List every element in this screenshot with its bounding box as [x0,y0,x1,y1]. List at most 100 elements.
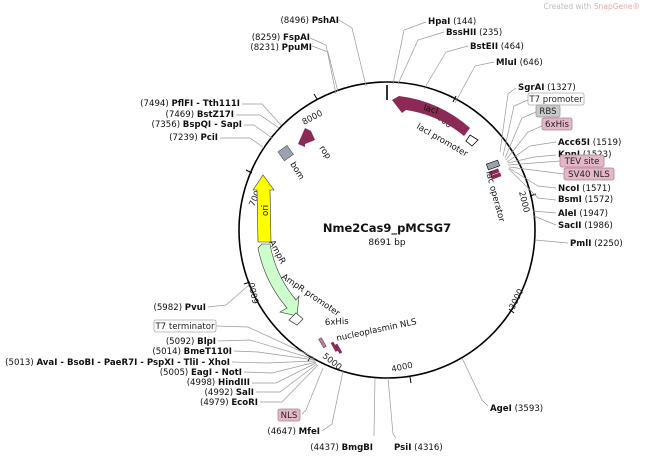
box-RBS [535,104,561,118]
box-NLS [277,408,301,422]
site-EcoRI: (4979) EcoRI [200,398,258,408]
leader-SgrAI [499,87,517,153]
leader-KpnI [507,154,557,164]
site-PflFI-name: PflFI - Tth111I [171,99,240,109]
nucleoplasmin-nls-marker-2 [334,343,343,354]
site-BlpI-pos: (5092) [166,337,195,347]
site-PpuMI-name: PpuMI [282,43,312,53]
leader-BstEII [423,45,469,90]
site-PmlI-name: PmlI [570,239,591,249]
site-BmgBI: (4437) BmgBI [310,443,373,453]
tick-1000 [452,95,457,103]
box-SV40-NLS [563,167,615,181]
box-TEV-site [559,154,605,168]
lacI-promoter-arrow [465,134,479,147]
bom-label: bom [287,160,306,181]
site-HindIII-name: HindIII [218,378,250,388]
tick-3000 [508,308,515,314]
site-NotI-pos: (5005) [160,368,189,378]
leader-BmeT110I [233,350,316,361]
leader-PmlI [534,239,569,244]
AmpR-arrow [257,243,300,317]
site-BstEII-name: BstEII [470,42,498,52]
leader-PciI [220,137,265,149]
leader-BspQI [244,124,273,139]
site-EagI-NotI: (5005) EagI - NotI [160,368,242,378]
site-BssHII: BssHII (235) [446,28,502,38]
site-MfeI-name: MfeI [299,427,320,437]
ori-arrow [252,174,275,243]
ori-label: ori [261,205,271,216]
site-BssHII-name: BssHII [446,28,476,38]
site-BmeT110I-name: BmeT110I [184,347,232,357]
site-FspAI-name: FspAI [283,33,310,43]
site-MfeI: (4647) MfeI [267,427,320,437]
box-T7-terminator [153,319,217,333]
leader-TEV [507,160,561,166]
tick-8000 [313,93,318,100]
site-NcoI-pos: (1571) [582,184,611,194]
leader-BmgBI [373,377,376,437]
site-Acc65I: Acc65I (1519) [558,138,621,148]
box-RBS-text: RBS [539,107,556,117]
site-BmeT110I: (5014) BmeT110I [152,347,232,357]
plasmid-backbone [238,81,536,379]
site-BmgBI-pos: (4437) [310,443,339,453]
site-BssHII-pos: (235) [479,28,502,38]
leader-Acc65I [506,141,557,163]
site-XhoI-name: AvaI - BsoBI - PaeR7I - PspXI - TliI - X… [36,358,230,368]
lacI-label: lacI [422,103,439,117]
site-BmeT110I-pos: (5014) [152,347,181,357]
site-PflFI-Tth111I: (7494) PflFI - Tth111I [140,99,240,109]
tick-label-8000: 8000 [301,109,325,128]
site-PsiI-name: PsiI [394,443,411,453]
tick-5000 [307,355,312,362]
box-NLS-text: NLS [281,411,298,421]
box-T7-promoter-text: T7 promoter [528,95,583,105]
site-BspQI-name: BspQI - SapI [183,120,242,130]
leader-BlpI [217,339,315,360]
site-HpaI-name: HpaI [428,17,450,27]
leader-XhoI [231,360,316,364]
site-MluI-pos: (646) [520,58,543,68]
site-EcoRI-name: EcoRI [231,398,258,408]
leader-BssHII [397,31,445,85]
leader-T7-promoter [502,99,529,157]
tick-4000 [409,376,412,384]
site-BlpI-name: BlpI [197,337,216,347]
site-PvuI-name: PvuI [185,303,206,313]
tev-box-right [490,172,502,180]
leader-NcoI [508,167,557,189]
tick-label-4000: 4000 [391,361,414,375]
tick-label-3000: 3000 [508,287,526,311]
site-NotI-name: EagI - NotI [191,368,242,378]
site-HindIII-pos: (4998) [187,378,216,388]
site-AgeI-pos: (3593) [515,404,544,414]
site-BmgBI-name: BmgBI [342,443,373,453]
tick-label-2000: 2000 [516,190,531,213]
lac-operator-box [485,159,501,171]
leader-lines [207,19,569,439]
site-SacII-pos: (1986) [584,221,613,231]
leader-SacII [533,215,557,226]
site-PshAI: (8496) PshAI [280,16,339,26]
leader-PsiI [387,377,397,439]
leader-NLS [301,367,324,415]
site-PpuMI-pos: (8231) [250,43,279,53]
site-PflFI-pos: (7494) [140,99,169,109]
box-T7-terminator-text: T7 terminator [154,322,215,332]
leader-PflFI [242,103,282,126]
site-PpuMI: (8231) PpuMI [250,43,312,53]
box-6xHis-text: 6xHis [545,120,569,130]
site-SalI: (4992) SalI [205,388,254,398]
site-SacII: SacII (1986) [558,221,613,231]
his6-marker [318,337,327,349]
site-NcoI-name: NcoI [558,184,579,194]
site-SgrAI: SgrAI (1327) [518,83,576,93]
watermark-mark: ® [632,2,641,11]
leader-HindIII [252,362,317,384]
site-Acc65I-pos: (1519) [593,138,622,148]
site-SalI-name: SalI [236,388,254,398]
leader-MfeI [321,370,344,432]
site-PciI: (7239) PciI [169,133,218,143]
